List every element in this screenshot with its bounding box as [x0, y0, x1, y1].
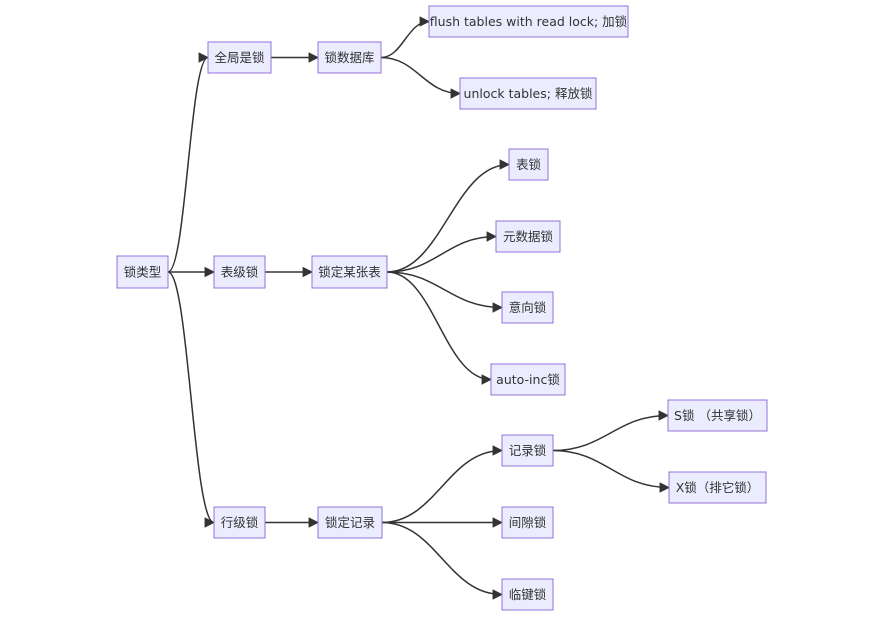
- node-box-gaplock: [501, 506, 554, 539]
- node-label-global: 全局是锁: [214, 50, 265, 65]
- node-root: 锁类型: [116, 255, 169, 289]
- node-tablelevel: 表级锁: [213, 255, 266, 289]
- edge-locktable-to-autoinc: [386, 271, 493, 385]
- node-flush: flush tables with read lock; 加锁: [428, 5, 629, 38]
- node-intent: 意向锁: [501, 291, 554, 324]
- edge-lockdb-to-unlock: [380, 56, 462, 99]
- node-box-root: [116, 255, 169, 289]
- node-autoinc: auto-inc锁: [490, 363, 566, 396]
- node-gaplock: 间隙锁: [501, 506, 554, 539]
- node-tablelock: 表锁: [508, 148, 549, 181]
- node-label-flush: flush tables with read lock; 加锁: [430, 14, 628, 29]
- node-label-xlock: X锁（排它锁）: [676, 480, 760, 495]
- node-slock: S锁 （共享锁）: [667, 399, 768, 432]
- edge-lockrecord-to-nextkey: [381, 521, 504, 600]
- node-box-tablelevel: [213, 255, 266, 289]
- node-box-lockrecord: [317, 506, 383, 539]
- node-box-nextkey: [501, 578, 554, 611]
- node-box-global: [207, 41, 272, 74]
- node-box-autoinc: [490, 363, 566, 396]
- node-label-rowlevel: 行级锁: [221, 515, 259, 530]
- node-box-lockdb: [317, 41, 382, 74]
- node-label-tablelevel: 表级锁: [221, 265, 259, 280]
- edge-locktable-to-tablelock: [386, 159, 511, 273]
- edge-lockdb-to-flush: [380, 16, 431, 59]
- node-recordlock: 记录锁: [501, 434, 554, 467]
- node-box-unlock: [459, 77, 597, 110]
- node-label-slock: S锁 （共享锁）: [674, 408, 761, 423]
- node-box-locktable: [311, 255, 388, 289]
- node-xlock: X锁（排它锁）: [668, 471, 767, 504]
- node-unlock: unlock tables; 释放锁: [459, 77, 597, 110]
- node-label-unlock: unlock tables; 释放锁: [464, 86, 593, 101]
- node-lockdb: 锁数据库: [317, 41, 382, 74]
- node-box-slock: [667, 399, 768, 432]
- node-box-flush: [428, 5, 629, 38]
- node-mdl: 元数据锁: [495, 220, 561, 253]
- node-box-tablelock: [508, 148, 549, 181]
- node-lockrecord: 锁定记录: [317, 506, 383, 539]
- edge-locktable-to-intent: [386, 271, 504, 313]
- node-global: 全局是锁: [207, 41, 272, 74]
- node-box-mdl: [495, 220, 561, 253]
- node-label-mdl: 元数据锁: [503, 229, 554, 244]
- node-box-xlock: [668, 471, 767, 504]
- node-label-tablelock: 表锁: [516, 157, 542, 172]
- node-label-gaplock: 间隙锁: [509, 515, 547, 530]
- node-label-root: 锁类型: [124, 265, 162, 280]
- node-box-recordlock: [501, 434, 554, 467]
- edge-lockrecord-to-recordlock: [381, 445, 504, 524]
- node-nextkey: 临键锁: [501, 578, 554, 611]
- nodes: 锁类型 全局是锁 锁数据库 flush tables with read lock; …: [116, 5, 768, 611]
- node-label-lockrecord: 锁定记录: [325, 515, 375, 530]
- edges: [167, 16, 671, 600]
- edge-locktable-to-mdl: [386, 231, 498, 273]
- edge-recordlock-to-xlock: [552, 449, 671, 493]
- edge-recordlock-to-slock: [552, 410, 670, 452]
- node-label-nextkey: 临键锁: [509, 587, 547, 602]
- node-locktable: 锁定某张表: [311, 255, 388, 289]
- edge-root-to-rowlevel: [167, 271, 216, 528]
- node-box-rowlevel: [213, 506, 266, 539]
- edge-root-to-global: [167, 52, 210, 273]
- node-label-locktable: 锁定某张表: [318, 265, 381, 280]
- node-label-intent: 意向锁: [509, 300, 547, 315]
- node-label-lockdb: 锁数据库: [324, 50, 374, 65]
- node-rowlevel: 行级锁: [213, 506, 266, 539]
- node-box-intent: [501, 291, 554, 324]
- node-label-recordlock: 记录锁: [509, 443, 547, 458]
- node-label-autoinc: auto-inc锁: [496, 372, 560, 387]
